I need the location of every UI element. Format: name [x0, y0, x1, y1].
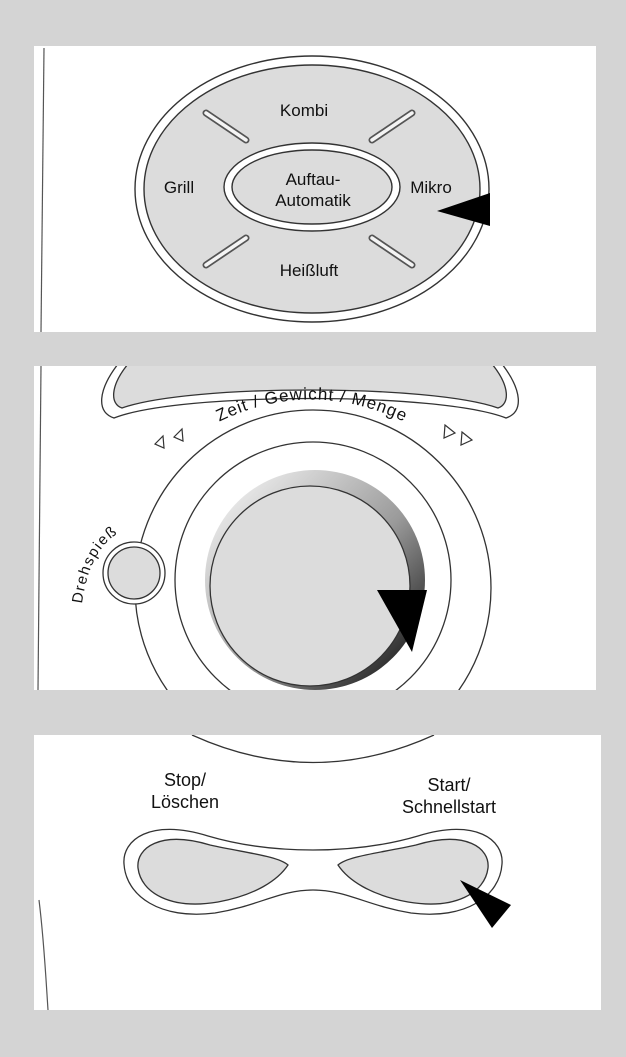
housing-edge-line: [40, 47, 45, 332]
label-loeschen: Löschen: [151, 792, 219, 812]
separator-bottom-right: [368, 234, 416, 269]
label-schnellstart: Schnellstart: [402, 797, 496, 817]
label-kombi: Kombi: [280, 101, 328, 120]
pointer-dial: [377, 590, 427, 652]
separator-top-right: [368, 109, 416, 144]
label-automatik: Automatik: [275, 191, 351, 210]
top-arc-button[interactable]: [113, 364, 507, 409]
label-start: Start/: [427, 775, 470, 795]
right-arrow-markers: [443, 423, 474, 446]
dial-rim-continuation: [191, 735, 435, 764]
label-mikro: Mikro: [410, 178, 452, 197]
pointer-mode-selector: [437, 193, 490, 226]
separator-bottom-left: [202, 234, 250, 269]
stop-clear-button[interactable]: [137, 838, 289, 905]
panel-dial: Zeit / Gewicht / Menge Drehspieß: [34, 364, 596, 690]
separator-top-left: [202, 109, 250, 144]
label-auftau: Auftau-: [286, 170, 341, 189]
rotary-dial-knob[interactable]: [209, 485, 411, 687]
rotisserie-button[interactable]: [107, 546, 161, 600]
auto-defrost-button[interactable]: [231, 149, 393, 225]
label-heissluft: Heißluft: [280, 261, 339, 280]
pointer-start-button: [460, 880, 511, 928]
left-arrow-markers: [153, 427, 184, 449]
label-grill: Grill: [164, 178, 194, 197]
label-stop: Stop/: [164, 770, 206, 790]
housing-edge-line: [37, 366, 42, 690]
housing-edge-line: [38, 899, 49, 1010]
start-quickstart-button[interactable]: [337, 838, 489, 905]
panel-mode-selector: Kombi Grill Mikro Heißluft Auftau- Autom…: [34, 46, 596, 332]
panel-start-stop: Stop/ Löschen Start/ Schnellstart: [34, 735, 601, 1010]
